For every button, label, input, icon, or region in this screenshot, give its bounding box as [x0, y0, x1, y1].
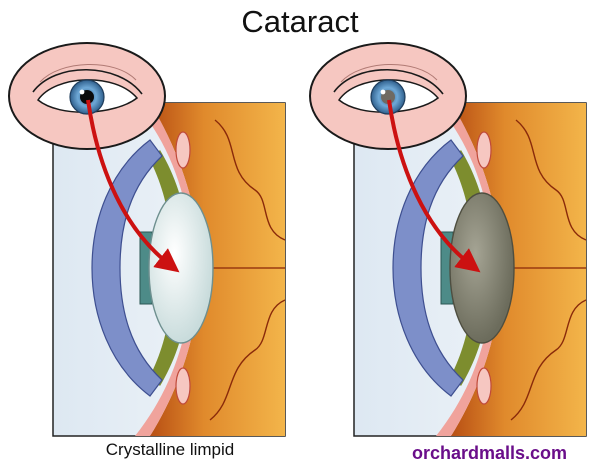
lens-clear [148, 192, 214, 344]
light-arrow [387, 99, 481, 273]
caption-clear-lens: Crystalline limpid [105, 440, 235, 459]
iris [440, 231, 454, 305]
blood-vessel [209, 299, 285, 421]
ciliary-tissue [135, 103, 200, 436]
cornea [91, 139, 163, 397]
iris [139, 231, 153, 305]
panel-right [353, 102, 587, 437]
external-eye-right [309, 42, 467, 150]
light-arrow [86, 99, 180, 273]
eyelid [32, 68, 143, 95]
panel-left [52, 102, 286, 437]
blood-vessel [214, 119, 285, 241]
blood-vessel [510, 299, 586, 421]
watermark: orchardmalls.com [412, 443, 568, 463]
eyelid [333, 68, 444, 95]
lens-cloudy [449, 192, 515, 344]
external-eye-left [8, 42, 166, 150]
ciliary-tissue [436, 103, 501, 436]
cornea [392, 139, 464, 397]
blood-vessel [515, 119, 586, 241]
diagram-title: Cataract [241, 4, 359, 39]
